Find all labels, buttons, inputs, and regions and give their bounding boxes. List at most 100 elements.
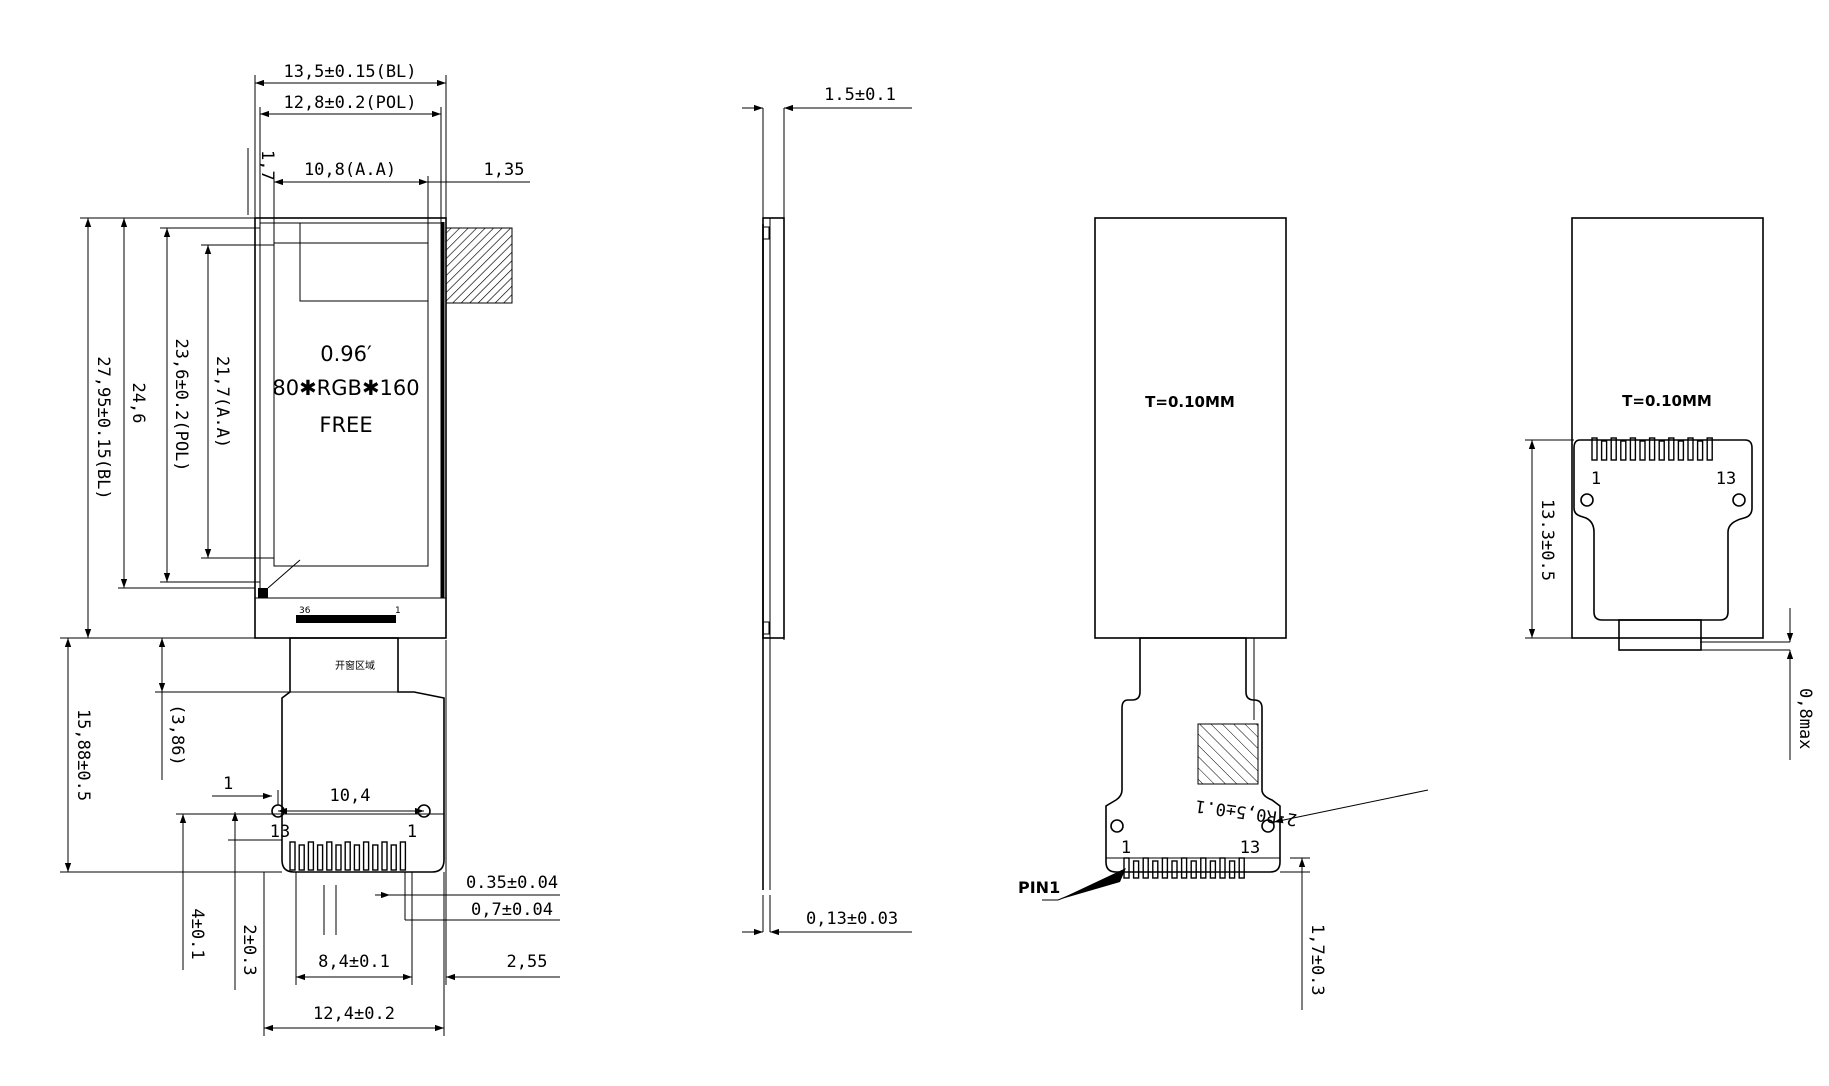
contact-pad (1152, 860, 1159, 879)
dim-pad-thickness: 0.35±0.04 (466, 873, 558, 893)
contact-pad (344, 841, 351, 871)
dim-aa-width: 10,8(A.A) (304, 160, 396, 180)
dim-height-24-6: 24,6 (128, 383, 148, 424)
pin-small-right: 1 (395, 606, 401, 616)
bent-pin-13: 13 (1716, 469, 1736, 489)
pin-small-left: 36 (299, 606, 311, 616)
contact-pad (1648, 437, 1656, 461)
side-notch-bottom (762, 621, 770, 635)
contact-pad (362, 841, 370, 871)
contact-pad (1161, 857, 1169, 879)
dim-aa-height: 21,7(A.A) (212, 356, 232, 448)
dim-top-offset: 1,7 (257, 150, 277, 181)
contact-pad (1610, 437, 1617, 461)
contact-pad (1658, 440, 1665, 461)
dim-hole-span: 10,4 (330, 786, 371, 806)
back-stiffener-label: T=0.10MM (1145, 393, 1235, 411)
contact-pad (381, 841, 388, 871)
contact-pad (1629, 437, 1637, 461)
connector-strip (296, 615, 396, 623)
dim-radius: 2-R0,5±0.1 (1194, 795, 1298, 829)
dim-bl-height: 27,95±0.15(BL) (93, 356, 113, 499)
contact-pad (316, 844, 324, 871)
pin1-arrow (1058, 868, 1126, 900)
panel-resolution-text: 80✱RGB✱160 (272, 376, 419, 400)
contact-pad (390, 844, 397, 871)
bent-connector (1618, 619, 1702, 651)
contact-pad (1200, 857, 1207, 879)
dim-height-4: 4±0.1 (187, 908, 207, 959)
contact-pad (335, 844, 342, 871)
dim-back-offset: 1,7±0.3 (1307, 924, 1327, 996)
contact-pad (353, 844, 361, 871)
bent-view: T=0.10MM 1 13 13.3±0.5 0,8max (1525, 217, 1815, 760)
back-view: T=0.10MM 1 13 PIN1 2-R0,5±0.1 1,7±0.3 (1018, 217, 1429, 1010)
corner-mark (258, 588, 268, 598)
contact-pad (399, 841, 407, 871)
contact-pad (307, 841, 315, 871)
contact-pad (1219, 857, 1226, 879)
bent-body (1571, 217, 1764, 639)
dim-bl-width: 13,5±0.15(BL) (283, 62, 416, 82)
contact-pad (1668, 437, 1675, 461)
bent-hole-right (1732, 493, 1746, 507)
side-notch-top (762, 226, 770, 240)
bent-hole-left (1580, 493, 1594, 507)
contact-pad (1620, 440, 1627, 461)
back-hatch (1197, 723, 1259, 785)
active-area (273, 242, 429, 567)
contact-pad (1228, 860, 1236, 879)
dim-right-offset: 1,35 (484, 160, 525, 180)
contact-pad (1171, 860, 1178, 879)
pin1-label: PIN1 (1018, 878, 1060, 897)
contact-pad (1687, 437, 1694, 461)
contact-pad (1238, 857, 1245, 879)
panel-size-text: 0.96′ (320, 342, 372, 366)
contact-pad (1706, 437, 1713, 461)
dim-fpc-length: 15,88±0.5 (73, 709, 93, 801)
dim-fpc-thickness: 0,13±0.03 (806, 909, 898, 929)
back-pin-1: 1 (1121, 838, 1131, 858)
contact-pad (1677, 440, 1685, 461)
front-view: 36 1 0.96′ 80✱RGB✱160 FREE 开窗区域 13 1 13,… (60, 62, 560, 1036)
side-body (762, 217, 785, 639)
back-hole-left (1110, 819, 1124, 833)
dim-right-edge: 2,55 (507, 952, 548, 972)
contact-pad (1180, 857, 1188, 879)
dim-hole-offset: 1 (223, 774, 233, 794)
contact-pad (1591, 437, 1598, 461)
bent-pad-array (1591, 437, 1713, 461)
dim-fpc-width: 12,4±0.2 (313, 1004, 395, 1024)
contact-pad (1142, 857, 1149, 879)
back-body (1094, 217, 1287, 639)
dim-pol-width: 12,8±0.2(POL) (283, 93, 416, 113)
fpc-window-label: 开窗区域 (335, 659, 375, 672)
contact-pad (1132, 860, 1140, 879)
contact-pad (289, 841, 296, 871)
dim-pad-span: 8,4±0.1 (318, 952, 390, 972)
bent-stiffener-label: T=0.10MM (1622, 392, 1712, 410)
dim-height-2: 2±0.3 (239, 924, 259, 975)
side-view: 1.5±0.1 0,13±0.03 (742, 85, 912, 936)
pin-label-1: 1 (407, 822, 417, 842)
back-hole-right (1261, 819, 1275, 833)
contact-pad (372, 844, 379, 871)
polarizer-outline (259, 222, 442, 599)
contact-pad (298, 844, 305, 871)
panel-free-text: FREE (319, 413, 372, 437)
contact-pad (1123, 857, 1130, 879)
bent-fpc (1573, 439, 1753, 621)
dim-max-thickness: 0,8max (1795, 688, 1815, 749)
pin-label-13: 13 (270, 822, 290, 842)
dim-bent-height: 13.3±0.5 (1537, 499, 1557, 581)
contact-pad (1190, 860, 1197, 879)
dim-thickness: 1.5±0.1 (824, 85, 896, 105)
bent-pin-1: 1 (1591, 469, 1601, 489)
contact-pad (326, 841, 333, 871)
contact-pad (1639, 440, 1646, 461)
contact-pad (1600, 440, 1608, 461)
corner-leader (267, 559, 301, 589)
fpc-outline (281, 637, 445, 873)
back-pad-array (1123, 857, 1245, 879)
